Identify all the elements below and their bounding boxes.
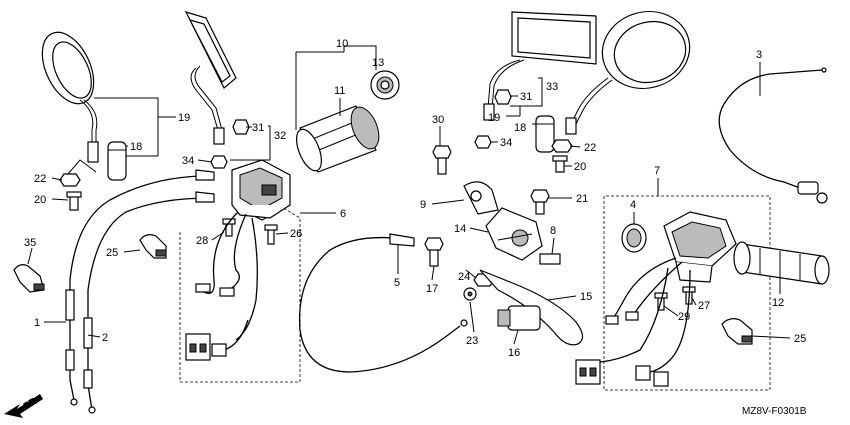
callout-2: 2 bbox=[102, 332, 108, 344]
grip-end-13 bbox=[370, 70, 400, 100]
callout-25-left: 25 bbox=[106, 247, 118, 259]
front-direction-arrow: FR. bbox=[4, 394, 43, 418]
callout-16: 16 bbox=[508, 347, 520, 359]
right-rect-mirror bbox=[483, 11, 597, 121]
callout-15: 15 bbox=[580, 291, 592, 303]
bolt-30 bbox=[432, 145, 452, 175]
left-switch-connector bbox=[185, 333, 211, 361]
callout-6: 6 bbox=[340, 208, 346, 220]
callout-29: 29 bbox=[678, 311, 690, 323]
callout-18-right: 18 bbox=[514, 122, 526, 134]
callout-26: 26 bbox=[290, 228, 302, 240]
callout-34-left: 34 bbox=[182, 155, 194, 167]
nut-22-right bbox=[551, 139, 573, 153]
nut-22-left bbox=[59, 173, 81, 187]
callout-23: 23 bbox=[466, 335, 478, 347]
throttle-grip-11 bbox=[295, 105, 380, 173]
switch-16 bbox=[497, 305, 541, 331]
callout-34-right: 34 bbox=[500, 137, 512, 149]
clamp-25-right bbox=[721, 318, 753, 345]
clamp-25-left bbox=[139, 234, 167, 259]
nut-31-left bbox=[232, 119, 250, 135]
diagram-code: MZ8V-F0301B bbox=[742, 406, 807, 417]
washer-34-right bbox=[474, 135, 492, 149]
bolt-20-left bbox=[66, 191, 82, 211]
washer-34-left bbox=[210, 155, 228, 169]
callout-31-right: 31 bbox=[520, 91, 532, 103]
callout-30: 30 bbox=[432, 114, 444, 126]
callout-12: 12 bbox=[772, 297, 784, 309]
callout-25-right: 25 bbox=[794, 333, 806, 345]
callout-28: 28 bbox=[196, 235, 208, 247]
callout-19-left: 19 bbox=[178, 112, 190, 124]
bolt-20-right bbox=[552, 155, 568, 173]
cable-1 bbox=[65, 175, 201, 406]
left-handlebar-switch bbox=[231, 159, 291, 221]
callout-21: 21 bbox=[576, 193, 588, 205]
callout-13: 13 bbox=[372, 57, 384, 69]
bolt-21 bbox=[530, 189, 550, 215]
grip-12 bbox=[733, 241, 830, 285]
pin-8 bbox=[539, 253, 561, 265]
lever-holder-9 bbox=[463, 181, 499, 215]
throttle-cable-3 bbox=[718, 67, 828, 204]
screw-26 bbox=[264, 224, 278, 245]
callout-10: 10 bbox=[336, 38, 348, 50]
bolt-17 bbox=[424, 237, 444, 267]
right-handlebar-switch bbox=[663, 211, 737, 283]
callout-5: 5 bbox=[394, 277, 400, 289]
callout-18-left: 18 bbox=[130, 141, 142, 153]
leader-lines bbox=[27, 45, 791, 345]
nut-31-right bbox=[494, 89, 512, 105]
callout-9: 9 bbox=[420, 199, 426, 211]
callout-3: 3 bbox=[756, 49, 762, 61]
cable-ends-left bbox=[195, 169, 215, 203]
callout-19-right: 19 bbox=[488, 112, 500, 124]
callout-20-left: 20 bbox=[34, 194, 46, 206]
callout-22-left: 22 bbox=[34, 173, 46, 185]
cable-2 bbox=[83, 197, 211, 414]
callout-22-right: 22 bbox=[584, 142, 596, 154]
callout-labels: 19 18 22 20 31 32 34 35 25 28 26 6 1 2 1… bbox=[24, 38, 806, 359]
left-boot-18 bbox=[107, 141, 127, 181]
right-boot-18 bbox=[535, 115, 555, 153]
callout-4: 4 bbox=[630, 199, 636, 211]
callout-32: 32 bbox=[274, 130, 286, 142]
left-mirror bbox=[41, 31, 99, 163]
callout-14: 14 bbox=[454, 223, 466, 235]
callout-1: 1 bbox=[34, 317, 40, 329]
left-rect-mirror bbox=[184, 11, 237, 145]
callout-27: 27 bbox=[698, 300, 710, 312]
callout-17: 17 bbox=[426, 283, 438, 295]
callout-7: 7 bbox=[654, 165, 660, 177]
callout-20-right: 20 bbox=[574, 161, 586, 173]
callout-31-left: 31 bbox=[252, 122, 264, 134]
callout-8: 8 bbox=[550, 225, 556, 237]
screw-23 bbox=[463, 287, 477, 301]
ring-4 bbox=[621, 223, 647, 253]
right-round-mirror bbox=[565, 10, 691, 135]
clutch-cable-5 bbox=[298, 233, 468, 373]
lever-bracket-14 bbox=[485, 207, 543, 261]
clamp-35 bbox=[13, 264, 45, 293]
callout-11: 11 bbox=[334, 85, 345, 97]
callout-24: 24 bbox=[458, 271, 470, 283]
right-switch-connector bbox=[575, 359, 601, 385]
callout-33: 33 bbox=[546, 81, 558, 93]
callout-35: 35 bbox=[24, 237, 36, 249]
